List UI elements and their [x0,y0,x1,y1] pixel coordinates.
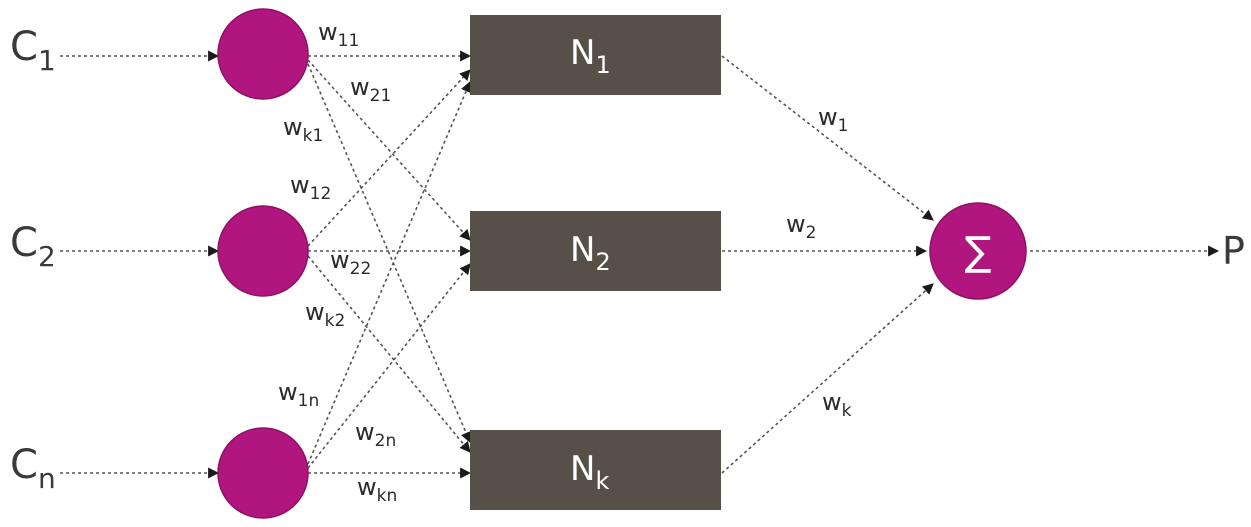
weight-label-w12: w12 [290,171,331,204]
summation-symbol: ∑ [965,229,992,275]
summation-node [929,202,1027,300]
edge-c1-n2 [307,59,471,241]
input-node-n [217,427,309,519]
neuron-labels: N1 N2 Nk [570,33,611,495]
input-node-1 [217,8,309,100]
weight-label-w11: w11 [318,18,359,51]
weight-label-wk: wk [822,388,852,421]
output-label: P [1222,229,1245,273]
input-label-n: Cn [10,442,56,495]
edge-c1-nk [307,63,472,444]
neuron-label-2: N2 [570,230,611,276]
neuron-label-k: Nk [570,449,609,495]
weight-label-wk2: wk2 [305,298,345,331]
neuron-boxes [470,15,721,510]
edge-n1-sum [721,55,934,221]
weight-label-w2: w2 [786,210,816,243]
input-label-2: C2 [10,220,56,273]
input-weight-labels: w11 w21 wk1 w12 w22 wk2 w1n w2n wkn [278,18,397,506]
weight-label-w1n: w1n [278,378,319,411]
connections [60,50,1220,479]
edge-nk-sum [721,283,934,474]
edge-cn-n2 [307,263,471,469]
neuron-box-2 [470,211,721,291]
weight-label-w22: w22 [330,246,371,279]
weight-label-wk1: wk1 [283,113,323,146]
neuron-box-k [470,430,721,510]
weight-label-wkn: wkn [357,473,397,506]
input-nodes [217,8,309,519]
input-label-1: C1 [10,24,56,77]
neuron-label-1: N1 [570,33,611,79]
edge-c2-n1 [307,69,471,247]
edge-c2-nk [307,255,471,453]
output-weight-labels: w1 w2 wk [786,103,852,421]
weight-label-w21: w21 [350,73,391,106]
neuron-box-1 [470,15,721,95]
weight-label-w2n: w2n [355,418,396,451]
weight-label-w1: w1 [818,103,848,136]
input-node-2 [217,205,309,297]
input-labels: C1 C2 Cn [10,24,56,495]
